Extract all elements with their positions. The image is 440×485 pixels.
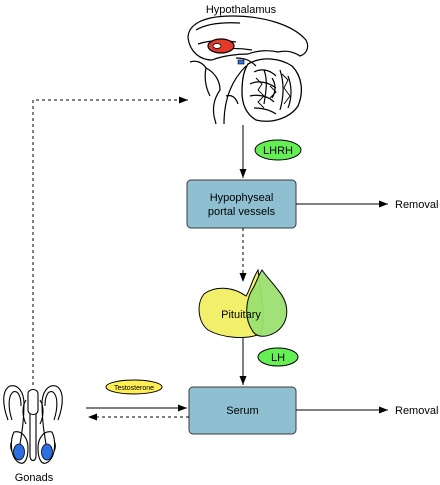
gonads-icon	[3, 385, 63, 464]
hypothalamus-label: Hypothalamus	[206, 4, 277, 16]
gonads-label: Gonads	[15, 472, 54, 484]
testosterone-badge: Testosterone	[105, 379, 163, 395]
serum-box: Serum	[188, 386, 297, 435]
brain-icon	[187, 15, 309, 125]
svg-text:LHRH: LHRH	[263, 145, 293, 157]
removal-label-bottom: Removal	[395, 405, 438, 417]
lhrh-badge: LHRH	[254, 139, 302, 161]
svg-text:LH: LH	[271, 352, 285, 364]
svg-text:Testosterone: Testosterone	[114, 385, 154, 392]
removal-label-top: Removal	[395, 199, 438, 211]
pituitary-label: Pituitary	[221, 309, 261, 321]
lh-badge: LH	[257, 347, 299, 367]
serum-label: Serum	[226, 405, 258, 417]
portal-label-line2: portal vessels	[208, 206, 276, 218]
portal-vessels-box: Hypophyseal portal vessels	[186, 179, 297, 229]
pituitary-illustration: Pituitary	[198, 268, 288, 338]
portal-label-line1: Hypophyseal	[210, 192, 274, 204]
feedback-dashed-line-to-hypothalamus	[32, 96, 188, 385]
